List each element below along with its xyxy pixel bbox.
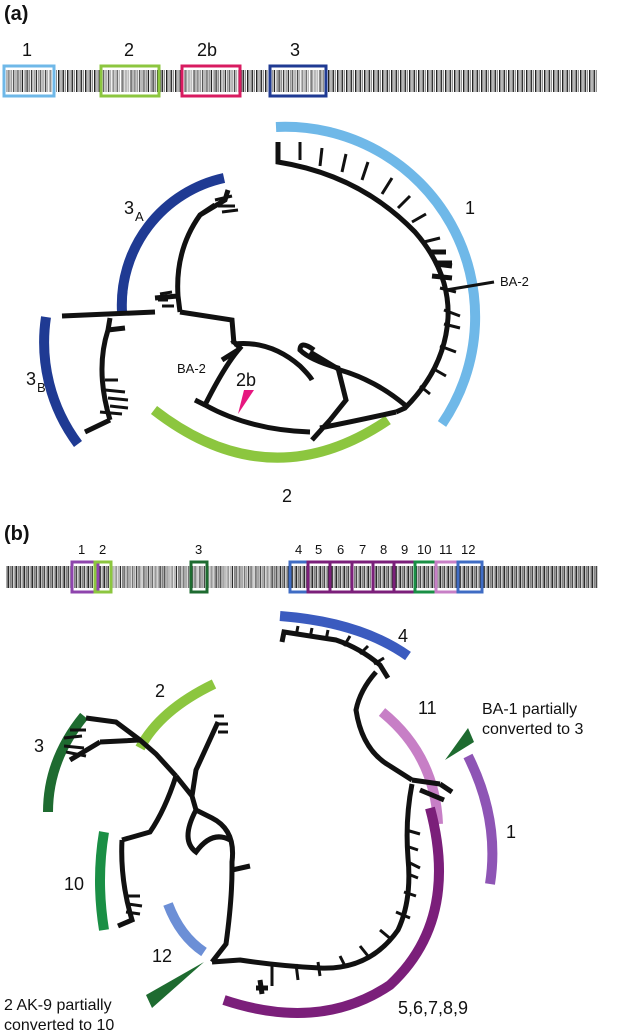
panel-b-tree xyxy=(63,625,454,995)
clade-label-a-3B-main: 3 xyxy=(26,369,36,389)
clade-arc-a-3B xyxy=(39,316,83,447)
panel-a-genome-bar xyxy=(6,70,598,92)
pointer-2b xyxy=(238,390,254,414)
panel-b-genome-bar xyxy=(6,566,598,588)
ak9-annotation-line1: 2 AK-9 partially xyxy=(4,997,112,1014)
box-1-outline xyxy=(2,64,56,98)
clade-arc-b-10 xyxy=(95,831,109,931)
box-b-11-label: 11 xyxy=(439,542,453,557)
box-b-9-label: 9 xyxy=(401,542,408,557)
box-2-label: 2 xyxy=(124,40,134,60)
box-b-12-label: 12 xyxy=(461,542,475,557)
box-b-2 xyxy=(93,560,113,594)
label-2b: 2b xyxy=(236,370,256,390)
clade-label-a-3A-sub: A xyxy=(135,209,144,224)
clade-label-b-3: 3 xyxy=(34,736,44,756)
panel-b-label: (b) xyxy=(4,523,30,545)
clade-arc-b-12 xyxy=(163,902,207,957)
ba1-annotation-line1: BA-1 partially xyxy=(482,701,577,718)
panel-a-box-3: 3 xyxy=(268,40,328,98)
box-b-2-label: 2 xyxy=(99,542,106,557)
clade-label-a-3B-sub: B xyxy=(37,380,46,395)
clade-arc-b-2 xyxy=(135,679,217,751)
box-b-1-label: 1 xyxy=(78,542,85,557)
clade-arc-a-3A xyxy=(116,173,226,313)
clade-arc-b-5to9 xyxy=(222,806,444,1018)
box-b-8-label: 8 xyxy=(380,542,387,557)
box-b-5-label: 5 xyxy=(315,542,322,557)
clade-label-b-4: 4 xyxy=(398,626,408,646)
pointer-ba1 xyxy=(445,728,474,760)
box-b-7-label: 7 xyxy=(359,542,366,557)
clade-label-b-5to9: 5,6,7,8,9 xyxy=(398,998,468,1018)
clade-arc-a-2 xyxy=(150,406,391,463)
clade-arc-b-11 xyxy=(378,708,443,825)
box-b-3-label: 3 xyxy=(195,542,202,557)
box-b-10-label: 10 xyxy=(417,542,431,557)
clade-arc-b-1 xyxy=(463,753,498,885)
panel-b-boxes xyxy=(70,560,484,594)
box-2b-label: 2b xyxy=(197,40,217,60)
clade-label-a-3A-main: 3 xyxy=(124,198,134,218)
ba1-annotation-line2: converted to 3 xyxy=(482,721,584,738)
box-b-3 xyxy=(189,560,209,594)
panel-a-box-1: 1 xyxy=(2,40,56,98)
clade-arc-b-3 xyxy=(43,712,88,813)
clade-label-a-3A: 3 A xyxy=(124,198,144,224)
panel-a-box-2b: 2b xyxy=(180,40,242,98)
ba2-label-left: BA-2 xyxy=(177,361,206,376)
clade-label-b-11: 11 xyxy=(418,698,437,718)
clade-arc-a-1 xyxy=(275,121,481,427)
box-b-6-label: 6 xyxy=(337,542,344,557)
clade-arc-b-4 xyxy=(279,611,411,661)
panel-a-label: (a) xyxy=(4,3,28,25)
ak9-annotation-line2: converted to 10 xyxy=(4,1017,114,1034)
panel-b-box-labels: 1 2 3 4 5 6 7 8 9 10 11 12 xyxy=(78,542,475,557)
box-1-label: 1 xyxy=(22,40,32,60)
ba2-label-right: BA-2 xyxy=(500,274,529,289)
clade-label-a-1: 1 xyxy=(465,198,475,218)
box-b-4-label: 4 xyxy=(295,542,302,557)
clade-label-b-1: 1 xyxy=(506,822,516,842)
panel-a-box-2: 2 xyxy=(99,40,161,98)
box-b-1 xyxy=(70,560,100,594)
clade-label-a-3B: 3 B xyxy=(26,369,46,395)
clade-label-b-2: 2 xyxy=(155,681,165,701)
clade-label-a-2: 2 xyxy=(282,486,292,506)
clade-label-b-12: 12 xyxy=(152,946,172,966)
clade-label-b-10: 10 xyxy=(64,874,84,894)
box-b-12 xyxy=(456,560,484,594)
panel-a-tree xyxy=(61,142,495,442)
pointer-ak9 xyxy=(146,962,204,1008)
box-3-label: 3 xyxy=(290,40,300,60)
